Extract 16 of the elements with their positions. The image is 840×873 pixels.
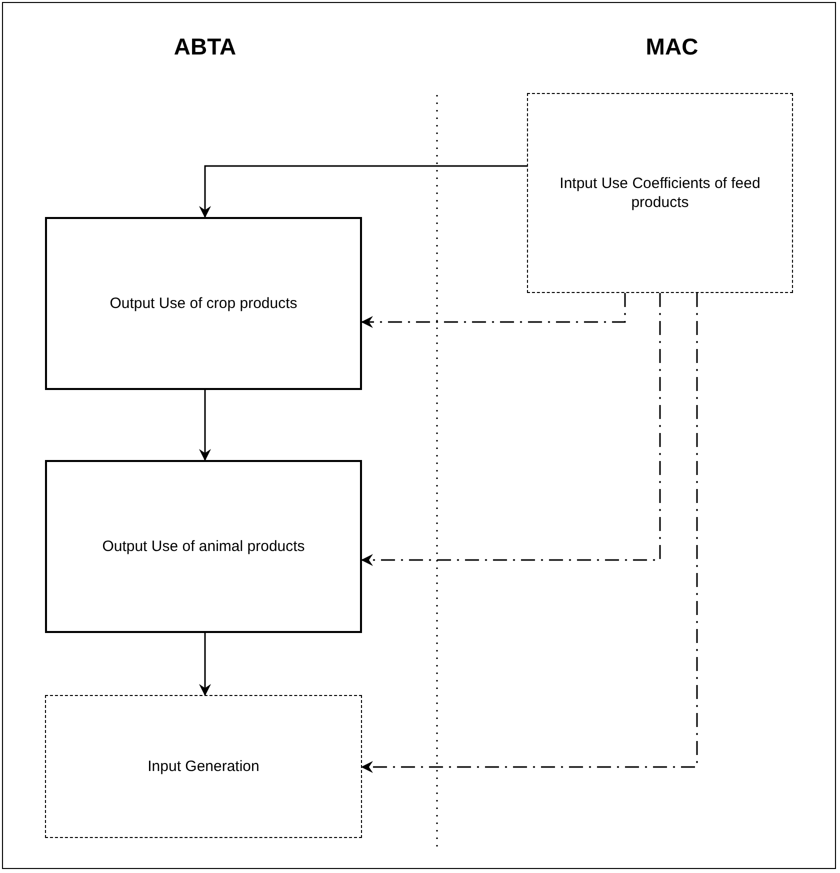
arrow [199, 165, 527, 218]
node-text: Output Use of crop products [108, 294, 298, 314]
node-text: Output Use of animal products [101, 536, 306, 556]
arrow [361, 293, 661, 566]
arrow [361, 293, 698, 773]
column-heading: ABTA [174, 34, 236, 60]
process-box [527, 93, 793, 293]
node-text: Intput Use Coefficients of feed products [558, 174, 762, 212]
process-box [45, 460, 362, 633]
process-box [45, 217, 362, 390]
arrow [199, 390, 211, 461]
arrow [199, 633, 211, 696]
dashed-box [45, 695, 362, 838]
node-text: Input Generation [146, 756, 260, 776]
arrow [361, 293, 626, 328]
column-heading: MAC [646, 34, 698, 60]
